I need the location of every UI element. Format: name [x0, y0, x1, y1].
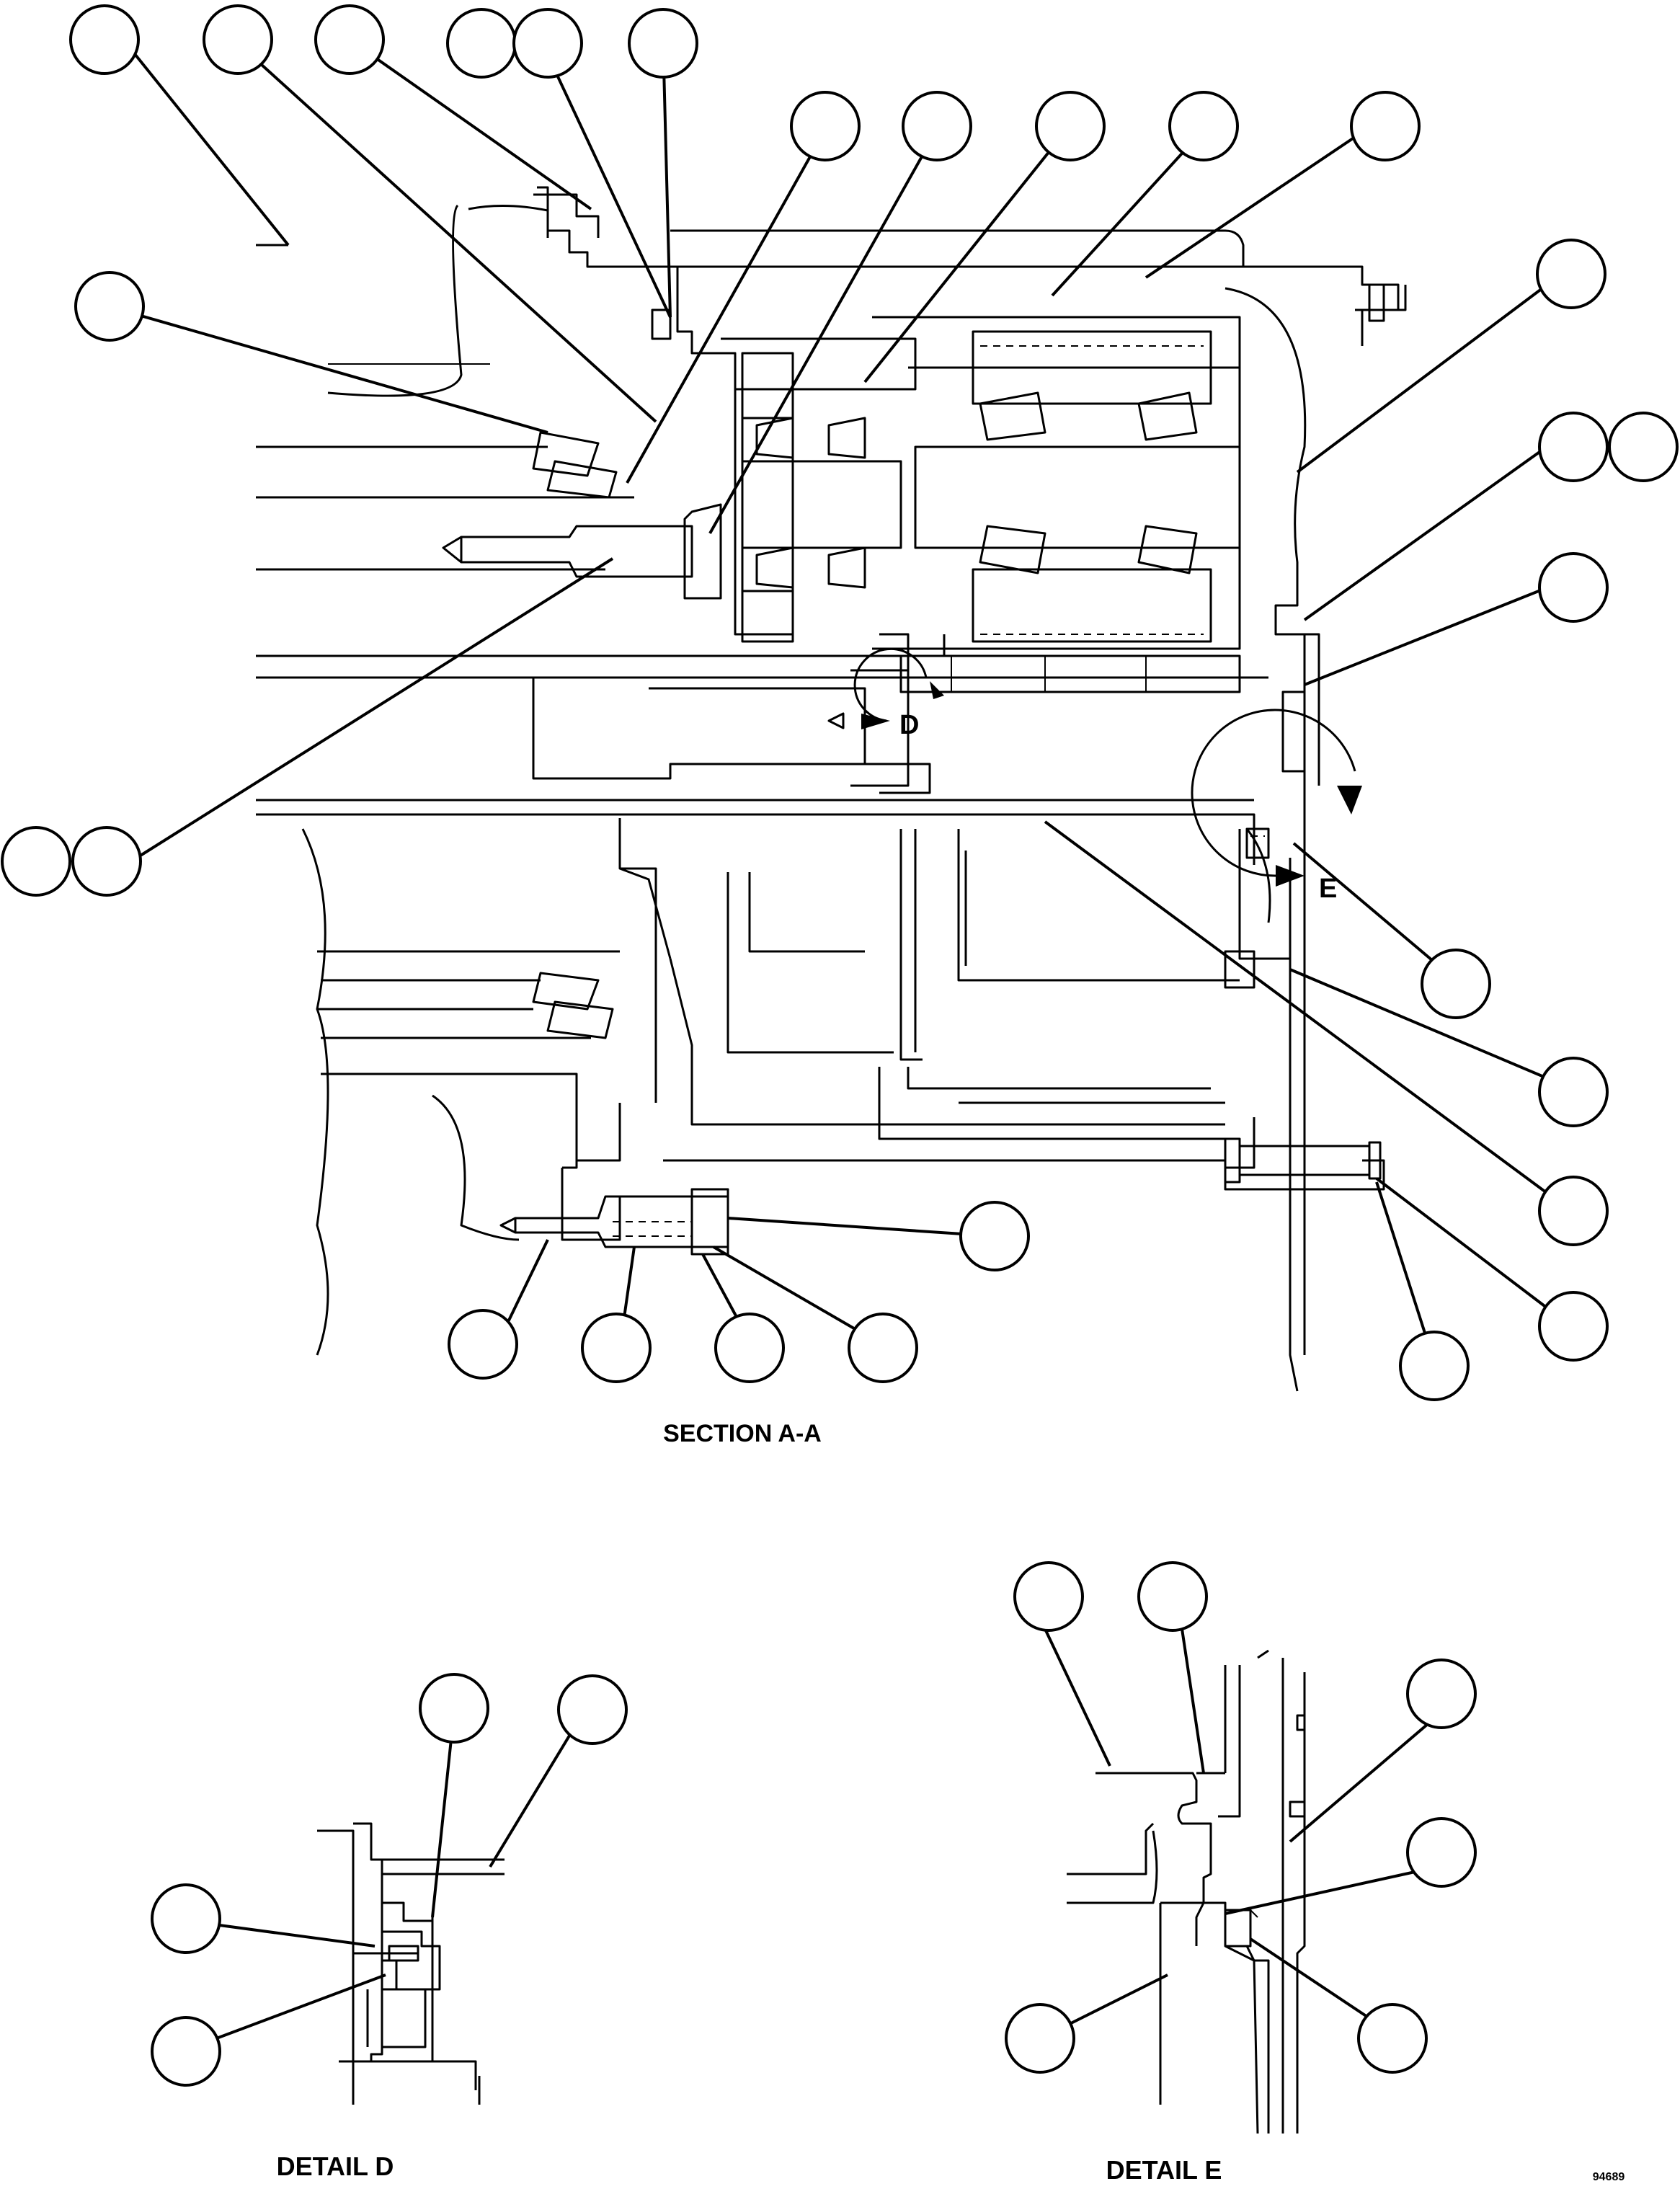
section-a-a-view [256, 186, 1407, 1392]
detail-d-callouts [151, 1673, 628, 2087]
section-title: SECTION A-A [663, 1420, 822, 1447]
detail-d-title: DETAIL D [277, 2152, 394, 2181]
detail-e-marker: E [1319, 874, 1337, 904]
figure-code: 94689 [1593, 2171, 1625, 2183]
detail-d-view [317, 1822, 505, 2105]
detail-e-callouts [1005, 1561, 1477, 2074]
detail-e-view [1067, 1649, 1306, 2134]
detail-e-title: DETAIL E [1106, 2155, 1222, 2185]
detail-d-marker: D [899, 710, 919, 740]
section-a-a-callouts [1, 4, 1679, 1401]
